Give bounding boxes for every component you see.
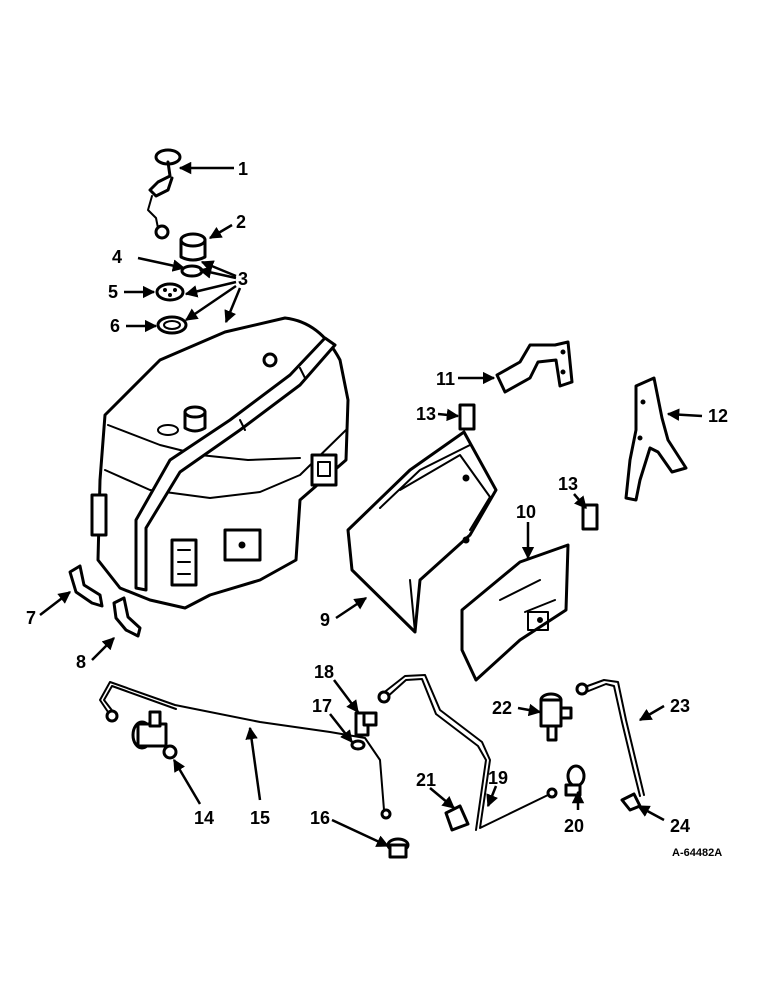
line-clip-part	[620, 792, 642, 812]
clip-upper-part	[458, 403, 476, 431]
fuel-line-short-part	[381, 674, 549, 829]
clip-lower-part	[581, 503, 599, 531]
drawing-reference-number: A-64482A	[672, 847, 722, 859]
left-shield-part	[346, 430, 498, 634]
tank-strap-lower-part	[112, 596, 142, 638]
callout-11: 11	[436, 369, 455, 389]
fuel-gauge-sender-part	[147, 148, 182, 240]
callout-13-upper: 13	[416, 404, 436, 424]
leader-lines	[39, 161, 703, 848]
filter-cap-part	[179, 232, 207, 262]
callout-3: 3	[238, 269, 248, 289]
fuel-line-long-part	[99, 681, 385, 811]
shield-bracket-part	[495, 340, 574, 394]
callout-22: 22	[492, 698, 512, 718]
callout-8: 8	[76, 652, 86, 672]
callout-labels: 1 2 3 4 5 6 7 8 9 10 11 12 13 13 14 15 1…	[26, 159, 728, 836]
callout-16: 16	[310, 808, 330, 828]
strainer-plate-part	[155, 282, 185, 302]
callout-15: 15	[250, 808, 270, 828]
callout-17: 17	[312, 696, 332, 716]
elbow-fitting-part	[354, 711, 378, 737]
callout-23: 23	[670, 696, 690, 716]
right-shield-part	[460, 543, 570, 682]
callout-18: 18	[314, 662, 334, 682]
drain-plug-part	[386, 837, 410, 859]
callout-1: 1	[238, 159, 248, 179]
callout-14: 14	[194, 808, 214, 828]
callout-2: 2	[236, 212, 246, 232]
gasket-part	[180, 264, 204, 278]
callout-10: 10	[516, 502, 536, 522]
callout-21: 21	[416, 770, 436, 790]
callout-24: 24	[670, 816, 690, 836]
callout-4: 4	[112, 247, 122, 267]
support-bracket-part	[624, 376, 688, 502]
fuel-tank-part	[90, 316, 350, 610]
callout-7: 7	[26, 608, 36, 628]
shut-off-valve-part	[131, 710, 178, 760]
line-clamp-part	[444, 804, 470, 832]
callout-12: 12	[708, 406, 728, 426]
fuel-filter-part	[539, 692, 573, 742]
connector-fitting-part	[564, 764, 586, 797]
callout-5: 5	[108, 282, 118, 302]
callout-6: 6	[110, 316, 120, 336]
washer-part	[350, 739, 366, 751]
fuel-line-return-part	[581, 679, 645, 796]
retaining-ring-part	[156, 315, 188, 335]
callout-9: 9	[320, 610, 330, 630]
tank-strap-upper-part	[68, 564, 104, 608]
callout-19: 19	[488, 768, 508, 788]
callout-13-lower: 13	[558, 474, 578, 494]
callout-20: 20	[564, 816, 584, 836]
